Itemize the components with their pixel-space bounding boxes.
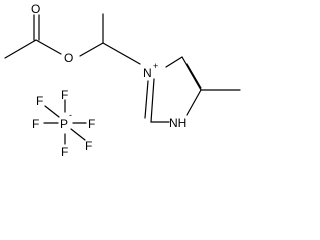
cation: O O N + NH [4, 2, 241, 130]
bond-ring-c2-n [150, 78, 155, 123]
fluorine-upper-left-label: F [36, 94, 43, 108]
bond-ring-c4-nh [186, 89, 202, 116]
bond-ring-c5-c4 [181, 56, 202, 91]
bond-carbonyl-ester-oxygen [35, 39, 62, 55]
phosphorus-label: P [60, 117, 68, 131]
anion: P - F F F F F F [32, 88, 95, 159]
phosphorus-charge: - [69, 110, 72, 120]
bond-ring-n-c5 [165, 56, 183, 68]
chemical-structure-diagram: O O N + NH P - F F F F F F [4, 2, 241, 159]
bond-ch-ring-nitrogen [102, 42, 141, 65]
bond-ester-oxygen-ch [79, 42, 104, 57]
bond-p-f-lower-right [70, 128, 86, 141]
bond-ring-c5-c4-double [186, 63, 202, 89]
ring-nitrogen-charge: + [153, 61, 158, 71]
fluorine-right-label: F [88, 117, 95, 131]
bond-ring-c2-n-double [144, 80, 149, 119]
bond-methyl-carbonyl [4, 39, 37, 59]
ring-nh-label: NH [169, 116, 186, 130]
fluorine-bottom-label: F [61, 145, 68, 159]
fluorine-top-label: F [61, 88, 68, 102]
ester-oxygen-label: O [64, 51, 73, 65]
fluorine-lower-right-label: F [85, 139, 92, 153]
fluorine-left-label: F [32, 117, 39, 131]
ring-nitrogen-label: N [143, 66, 152, 80]
carbonyl-oxygen-label: O [31, 2, 40, 16]
bond-p-f-upper-left [44, 105, 60, 118]
